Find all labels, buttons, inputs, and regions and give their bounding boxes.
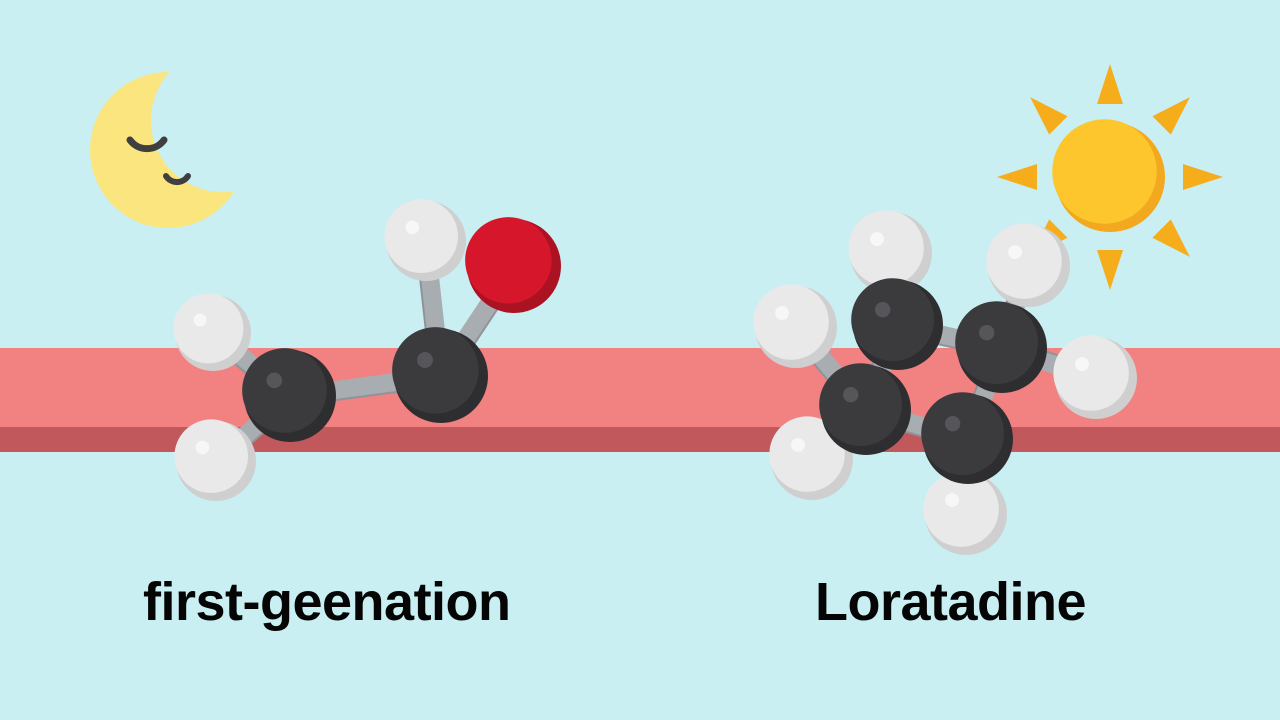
moon-mouth: [163, 173, 191, 185]
atom-body: [242, 348, 327, 433]
atom-c-3: [242, 348, 336, 442]
atom-body: [769, 416, 845, 492]
atom-body: [848, 210, 924, 286]
atom-highlight: [979, 325, 995, 341]
sun-ray-7: [997, 164, 1037, 190]
first-generation-molecule: [173, 199, 561, 501]
sun-ray-3: [1183, 164, 1223, 190]
atom-highlight: [1075, 357, 1090, 372]
sun-ray-8: [1030, 97, 1068, 135]
atom-highlight: [405, 220, 420, 235]
moon-eye: [126, 136, 168, 153]
atom-highlight: [193, 313, 207, 327]
atom-h-2: [848, 210, 932, 294]
atom-body: [753, 284, 829, 360]
atom-c-8: [955, 301, 1047, 393]
atom-highlight: [945, 493, 960, 508]
atom-body: [955, 301, 1038, 384]
atom-highlight: [195, 440, 210, 455]
atom-highlight: [791, 438, 806, 453]
atom-body: [173, 293, 244, 364]
atom-highlight: [775, 306, 790, 321]
atom-highlight: [417, 352, 434, 369]
atom-highlight: [843, 387, 859, 403]
atom-c-9: [819, 363, 911, 455]
sun-ray-4: [1152, 219, 1190, 257]
atom-h-2: [174, 419, 256, 501]
atom-c-10: [921, 392, 1013, 484]
atom-h-3: [986, 223, 1070, 307]
sun-ray-2: [1152, 97, 1190, 135]
sleeping-moon-icon: [90, 72, 246, 228]
atom-h-1: [173, 293, 251, 371]
panel-label-left: first-geenation: [143, 572, 511, 632]
atom-body: [921, 392, 1004, 475]
atom-h-4: [1053, 335, 1137, 419]
atom-body: [923, 471, 999, 547]
sun-ray-5: [1097, 250, 1123, 290]
atom-body: [384, 199, 459, 273]
atom-highlight: [875, 302, 891, 318]
atom-h-5: [384, 199, 466, 281]
moon-body: [90, 72, 246, 228]
atom-body: [851, 278, 934, 361]
sun-icon: [997, 64, 1223, 290]
atom-body: [1053, 335, 1129, 411]
atom-h-6: [923, 471, 1007, 555]
atom-c-4: [392, 327, 488, 423]
loratadine-molecule: [753, 210, 1137, 555]
panel-label-right: Loratadine: [815, 572, 1087, 632]
atom-h-1: [753, 284, 837, 368]
sun-ray-1: [1097, 64, 1123, 104]
atom-highlight: [266, 372, 283, 389]
sun-disc: [1052, 119, 1157, 224]
atom-body: [392, 327, 479, 414]
atom-highlight: [870, 232, 885, 247]
atom-body: [986, 223, 1062, 299]
atom-body: [819, 363, 902, 446]
atom-highlight: [1008, 245, 1023, 260]
atom-body: [465, 217, 552, 304]
atom-body: [174, 419, 248, 494]
atom-c-7: [851, 278, 943, 370]
atom-highlight: [945, 416, 961, 432]
atom-o-6: [465, 217, 561, 313]
